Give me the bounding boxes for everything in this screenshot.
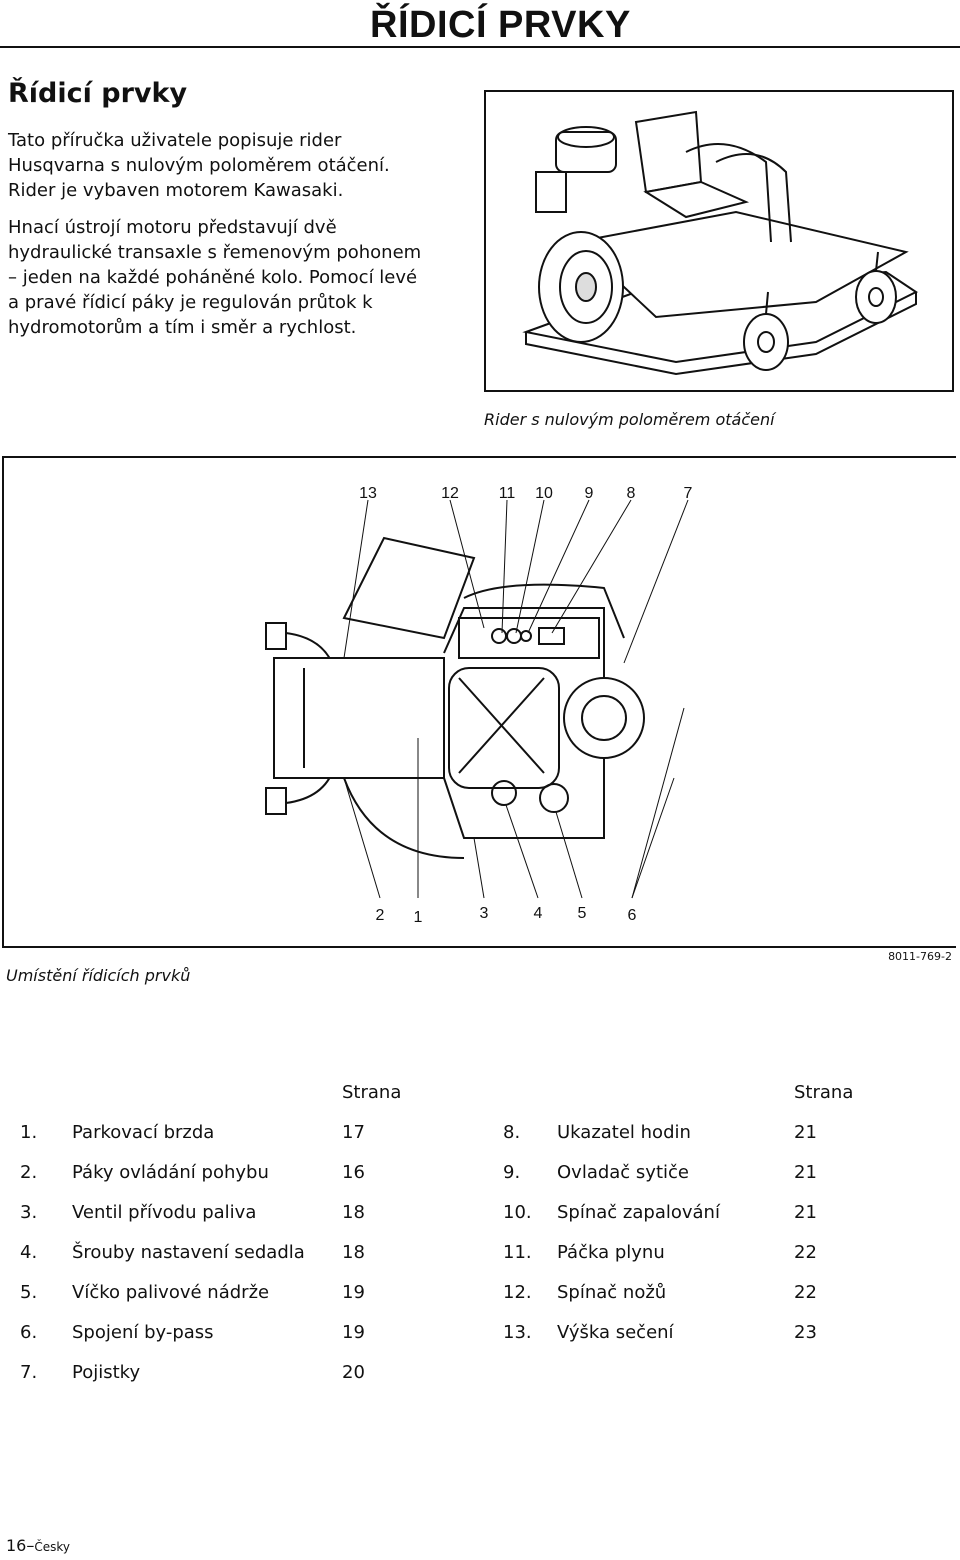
callout-8: 8 <box>627 485 636 502</box>
list-item-num: 3. <box>20 1202 38 1223</box>
intro-paragraph-1: Tato příručka uživatele popisuje rider H… <box>8 130 390 201</box>
rider-illustration <box>522 110 918 376</box>
list-item-page: 16 <box>342 1162 365 1183</box>
list-item-num: 13. <box>503 1322 532 1343</box>
intro-paragraph-2: Hnací ústrojí motoru představují dvě hyd… <box>8 217 422 338</box>
list-item-label: Spínač nožů <box>557 1282 667 1303</box>
list-item-label: Výška sečení <box>557 1322 674 1343</box>
figure-1-caption: Rider s nulovým poloměrem otáčení <box>484 410 775 429</box>
list-item-label: Pojistky <box>72 1362 141 1383</box>
list-item-page: 23 <box>794 1322 817 1343</box>
section-title: Řídicí prvky <box>8 78 188 109</box>
header-rule <box>0 46 960 48</box>
callout-3: 3 <box>480 905 489 922</box>
list-item-num: 7. <box>20 1362 38 1383</box>
list-item-label: Víčko palivové nádrže <box>72 1282 270 1303</box>
figure-code: 8011-769-2 <box>888 950 952 963</box>
list-item-page: 21 <box>794 1122 817 1143</box>
list-item-num: 10. <box>503 1202 532 1223</box>
figure-2-caption: Umístění řídicích prvků <box>6 966 191 985</box>
list-item-page: 19 <box>342 1322 365 1343</box>
callout-4: 4 <box>534 905 543 922</box>
page-number: 16 <box>6 1536 27 1555</box>
list-item-page: 17 <box>342 1122 365 1143</box>
page-header: ŘÍDICÍ PRVKY <box>0 0 960 52</box>
list-item-label: Šrouby nastavení sedadla <box>72 1242 305 1263</box>
list-item-num: 6. <box>20 1322 38 1343</box>
list-item-page: 19 <box>342 1282 365 1303</box>
list-item-label: Ukazatel hodin <box>557 1122 691 1143</box>
list-left-header: Strana <box>342 1082 402 1103</box>
list-item-page: 22 <box>794 1242 817 1263</box>
list-item-num: 4. <box>20 1242 38 1263</box>
list-item-num: 2. <box>20 1162 38 1183</box>
list-item-label: Ventil přívodu paliva <box>72 1202 257 1223</box>
callout-7: 7 <box>684 485 693 502</box>
list-item-page: 21 <box>794 1162 817 1183</box>
callout-2: 2 <box>376 907 385 924</box>
callout-13: 13 <box>359 485 377 502</box>
list-item-label: Spínač zapalování <box>557 1202 720 1223</box>
list-item-page: 20 <box>342 1362 365 1383</box>
callout-5: 5 <box>578 905 587 922</box>
list-item-label: Páčka plynu <box>557 1242 665 1263</box>
page-footer: 16–Česky <box>6 1536 70 1555</box>
list-item-label: Parkovací brzda <box>72 1122 215 1143</box>
callout-12: 12 <box>441 485 459 502</box>
callout-10: 10 <box>535 485 553 502</box>
footer-language: Česky <box>34 1540 70 1554</box>
list-item-page: 22 <box>794 1282 817 1303</box>
intro-text: Tato příručka uživatele popisuje rider H… <box>8 128 428 352</box>
list-item-num: 5. <box>20 1282 38 1303</box>
callout-1: 1 <box>414 909 423 926</box>
header-title: ŘÍDICÍ PRVKY <box>370 4 631 46</box>
list-item-page: 18 <box>342 1202 365 1223</box>
callout-9: 9 <box>585 485 594 502</box>
list-item-num: 9. <box>503 1162 521 1183</box>
rider-illustration-frame <box>484 90 954 392</box>
list-item-num: 11. <box>503 1242 532 1263</box>
list-item-label: Páky ovládání pohybu <box>72 1162 269 1183</box>
list-item-num: 12. <box>503 1282 532 1303</box>
callout-6: 6 <box>628 907 637 924</box>
list-item-label: Ovladač sytiče <box>557 1162 689 1183</box>
list-item-num: 8. <box>503 1122 521 1143</box>
list-item-num: 1. <box>20 1122 38 1143</box>
list-item-label: Spojení by-pass <box>72 1322 214 1343</box>
list-right-header: Strana <box>794 1082 854 1103</box>
controls-diagram: 13 12 11 10 9 8 7 2 1 3 4 5 6 <box>265 485 693 926</box>
callout-11: 11 <box>499 485 516 502</box>
list-item-page: 18 <box>342 1242 365 1263</box>
list-item-page: 21 <box>794 1202 817 1223</box>
controls-diagram-frame: 13 12 11 10 9 8 7 2 1 3 4 5 6 <box>2 456 956 948</box>
